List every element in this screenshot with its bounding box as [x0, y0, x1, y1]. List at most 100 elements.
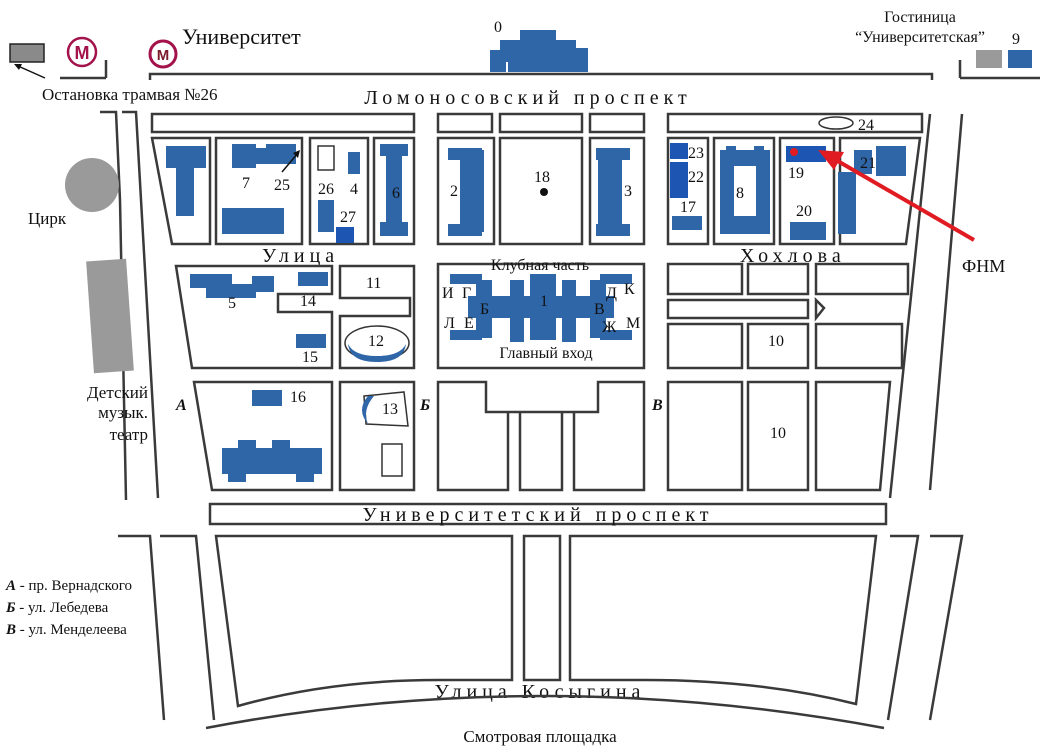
street-marker-a: А: [175, 397, 187, 414]
universitetsky-strip: [208, 502, 888, 526]
street-marker-b: Б: [419, 397, 430, 414]
building-3-label: 3: [624, 183, 632, 200]
bottom-left-road-outer: [118, 534, 166, 721]
building-9-label: 9: [1012, 31, 1020, 48]
tram-stop-arrow: [17, 65, 46, 79]
block-10-upper: [746, 322, 810, 370]
building-26-lower: [318, 200, 334, 232]
street-marker-v: В: [651, 397, 663, 414]
block-centre-lower: [436, 380, 646, 492]
building-18-label: 18: [534, 169, 550, 186]
left-road-inner: [122, 110, 160, 499]
building-23: [670, 143, 688, 159]
fnm-label: ФНМ: [962, 256, 1005, 276]
building-16-label: 16: [290, 389, 306, 406]
block-right-m3: [814, 262, 910, 296]
block-bottom-left: [214, 534, 514, 708]
building-20-label: 20: [796, 203, 812, 220]
building-4: [348, 152, 360, 174]
building-12: [344, 325, 410, 362]
hotel-road: [958, 60, 1040, 80]
block-right-m6: [666, 322, 744, 370]
building-8-label: 8: [736, 185, 744, 202]
metro-icon: М: [148, 39, 178, 69]
building-left-t: [166, 146, 206, 216]
bottom-right-road-outer: [928, 534, 964, 721]
building-5-label: 5: [228, 295, 236, 312]
metro-letter: М: [75, 43, 90, 63]
building-17-label: 17: [680, 199, 696, 216]
wing-b: Б: [480, 301, 489, 318]
building-26: [317, 145, 335, 171]
lomonosov-prospect-label: Ломоносовский проспект: [364, 87, 692, 109]
building-16: [252, 390, 282, 406]
wing-g: Г: [462, 285, 471, 302]
kosygina-label: Улица Косыгина: [435, 681, 646, 703]
building-15-label: 15: [302, 349, 318, 366]
block-right-l1: [666, 380, 744, 492]
circus-label: Цирк: [28, 209, 67, 228]
building-0-label: 0: [494, 19, 502, 36]
building-20: [790, 222, 826, 240]
kosygina-curve: [205, 694, 885, 730]
universitet-label: Университет: [182, 24, 301, 49]
fnm-arrow-head: [818, 150, 844, 170]
building-11-label: 11: [366, 275, 381, 292]
legend-row-a: А - пр. Вернадского: [5, 578, 132, 594]
block-right-m2: [746, 262, 810, 296]
khokhlova-label: Хохлова: [740, 245, 846, 267]
building-10a-label: 10: [768, 333, 784, 350]
building-1-label: 1: [540, 293, 548, 310]
building-25-pointer-head: [293, 150, 300, 158]
theatre-label-3: театр: [110, 425, 148, 444]
building-25-pointer: [281, 152, 299, 173]
lomonosov-road-top: [148, 72, 934, 80]
block-right-m1: [666, 262, 744, 296]
building-4-label: 4: [350, 181, 358, 198]
building-27-label: 27: [340, 209, 356, 226]
building-14: [298, 272, 328, 286]
building-7-lower: [222, 208, 284, 234]
building-23-label: 23: [688, 145, 704, 162]
wing-l: Л: [444, 315, 455, 332]
building-1: [450, 274, 632, 342]
block-right-m4: [666, 298, 810, 320]
circus: [65, 158, 119, 212]
block-strip-2: [436, 112, 494, 134]
building-26-label: 26: [318, 181, 334, 198]
bottom-right-road: [886, 534, 920, 721]
ulitsa-label: Улица: [262, 245, 339, 267]
building-21-label: 21: [860, 155, 876, 172]
building-18-marker: [540, 188, 548, 196]
fnm-marker: [790, 148, 798, 156]
building-2: [448, 148, 484, 236]
building-16-lower: [222, 440, 322, 482]
building-7-label: 7: [242, 175, 250, 192]
legend-row-v: В - ул. Менделеева: [5, 622, 127, 638]
building-24-label: 24: [858, 117, 874, 134]
main-entrance-label: Главный вход: [499, 345, 592, 362]
hotel-grey-building: [976, 50, 1002, 68]
building-24: [818, 116, 854, 130]
right-road-inner: [888, 113, 932, 499]
building-17: [672, 216, 702, 230]
wing-m: М: [626, 315, 640, 332]
theatre-label-1: Детский: [87, 383, 148, 402]
children-theatre: [86, 258, 134, 374]
legend: А - пр. Вернадского Б - ул. Лебедева В -…: [5, 578, 132, 638]
wing-v: В: [594, 301, 605, 318]
building-3: [596, 148, 630, 236]
building-13-lower: [381, 443, 403, 477]
block-strip-3: [498, 112, 584, 134]
building-22-label: 22: [688, 169, 704, 186]
tram-stop-label: Остановка трамвая №26: [42, 85, 218, 104]
building-14-label: 14: [300, 293, 316, 310]
wing-d: Д: [606, 285, 617, 302]
block-strip-4: [588, 112, 646, 134]
building-12-label: 12: [368, 333, 384, 350]
metro-letter: М: [157, 47, 170, 64]
wing-k: К: [624, 281, 635, 298]
legend-row-b: Б - ул. Лебедева: [5, 600, 109, 616]
block-right-m7: [814, 322, 904, 370]
